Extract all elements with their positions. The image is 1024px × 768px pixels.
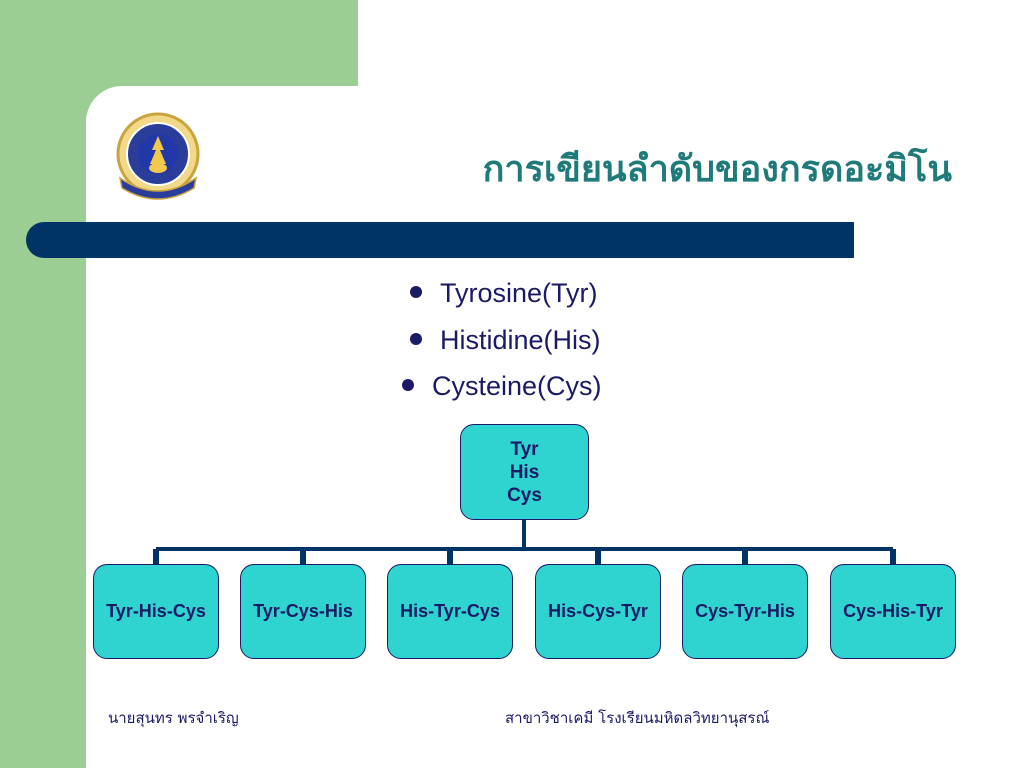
- root-line: Cys: [507, 484, 542, 506]
- top-green-block: [86, 0, 358, 86]
- footer-author: นายสุนทร พรจำเริญ: [108, 709, 239, 727]
- footer-department: สาขาวิชาเคมี โรงเรียนมหิดลวิทยานุสรณ์: [505, 709, 770, 727]
- sequence-box: His-Tyr-Cys: [387, 564, 513, 659]
- root-line: Tyr: [510, 438, 539, 460]
- sequence-box: Tyr-His-Cys: [93, 564, 219, 659]
- bullet-item: Tyrosine(Tyr): [410, 278, 598, 309]
- sequence-box: His-Cys-Tyr: [535, 564, 661, 659]
- sequence-box: Cys-Tyr-His: [682, 564, 808, 659]
- bullet-dot-icon: [410, 332, 422, 345]
- bullet-dot-icon: [402, 378, 414, 391]
- left-green-strip: [0, 0, 86, 768]
- school-logo-icon: [116, 112, 200, 200]
- slide-title: การเขียนลำดับของกรดอะมิโน: [482, 148, 952, 190]
- title-divider-bar: [26, 222, 854, 258]
- root-line: His: [509, 461, 540, 483]
- bullet-item: Histidine(His): [410, 325, 601, 356]
- bullet-item: Cysteine(Cys): [402, 371, 602, 402]
- bullet-dot-icon: [410, 285, 422, 298]
- sequence-box: Tyr-Cys-His: [240, 564, 366, 659]
- root-node-box: Tyr His Cys: [460, 424, 589, 520]
- top-white-block: [358, 0, 1024, 86]
- sequence-box: Cys-His-Tyr: [830, 564, 956, 659]
